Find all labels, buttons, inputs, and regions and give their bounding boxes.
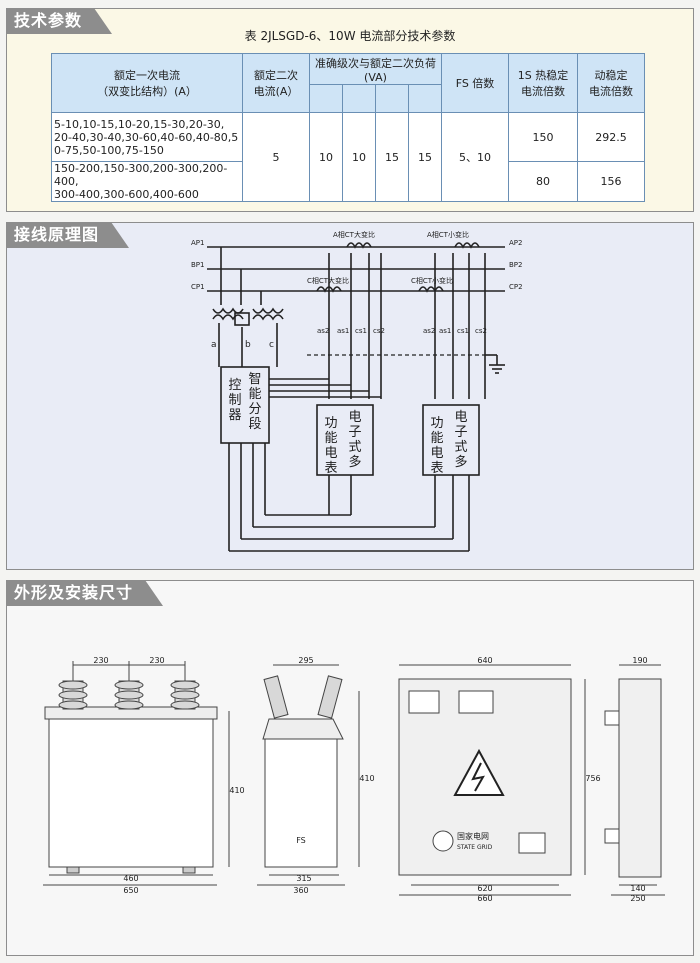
dim-label: 650	[123, 886, 138, 895]
range-cell: 5-10,10-15,10-20,15-30,20-30,20-40,30-40…	[51, 112, 243, 162]
meter-char: 表	[324, 461, 337, 476]
ctrl-char: 段	[248, 417, 261, 432]
table-caption: 表 2JLSGD-6、10W 电流部分技术参数	[244, 29, 456, 43]
accuracy-subcell	[342, 84, 376, 113]
dimension-drawings: 230 230 410 460 650 295 410 315 360 FS 6…	[43, 656, 665, 903]
accuracy-subcell	[408, 84, 442, 113]
brand-label: 国家电网	[457, 831, 489, 841]
ctrl-char: 能	[248, 387, 261, 402]
dim-label: 460	[123, 874, 138, 883]
terminal-label: as2	[317, 327, 329, 335]
wiring-panel: AP1 BP1 CP1 AP2 BP2 CP2 A相CT大变比 A相CT小变比 …	[6, 222, 694, 570]
dim-label: 250	[630, 894, 645, 903]
thermal-value: 150	[508, 112, 578, 162]
meter-char: 功	[430, 416, 443, 431]
section-tab-tech: 技术参数	[6, 8, 113, 34]
meter-char: 子	[454, 425, 467, 440]
header-dynamic: 动稳定电流倍数	[577, 53, 645, 113]
meter-char: 多	[454, 454, 467, 470]
meter-char: 电	[348, 410, 361, 425]
accuracy-subcell	[375, 84, 409, 113]
ct-label-a-small: A相CT小变比	[427, 230, 469, 239]
meter-char: 式	[454, 440, 467, 455]
lead-label-a: a	[211, 340, 217, 350]
dim-label: 640	[477, 656, 492, 665]
section-tab-wiring: 接线原理图	[6, 222, 130, 248]
dim-label: 360	[293, 886, 308, 895]
ctrl-char: 器	[228, 408, 241, 423]
header-secondary: 额定二次电流(A）	[242, 53, 310, 113]
ctrl-char: 制	[228, 393, 241, 408]
header-primary: 额定一次电流（双变比结构）(A）	[51, 53, 243, 113]
ct-label-c-large: C相CT大变比	[307, 276, 349, 285]
accuracy-value: 10	[342, 112, 376, 202]
dynamic-value: 292.5	[577, 112, 645, 162]
brand-label-en: STATE GRID	[457, 844, 493, 851]
meter-char: 表	[430, 461, 443, 476]
phase-label: AP1	[191, 239, 204, 247]
thermal-value: 80	[508, 161, 578, 202]
dim-label: 620	[477, 884, 492, 893]
dimensions-panel: 230 230 410 460 650 295 410 315 360 FS 6…	[6, 580, 694, 956]
ctrl-char: 控	[228, 378, 241, 393]
meter-char: 多	[348, 454, 361, 470]
dim-label: 660	[477, 894, 492, 903]
out-label: AP2	[509, 239, 522, 247]
accuracy-subcell	[309, 84, 343, 113]
dim-label: 410	[359, 774, 374, 783]
accuracy-value: 10	[309, 112, 343, 202]
dim-label: 230	[149, 656, 164, 665]
dim-label: 190	[632, 656, 647, 665]
meter-char: 子	[348, 425, 361, 440]
dim-label: 295	[298, 656, 313, 665]
dim-label: 315	[296, 874, 311, 883]
accuracy-value: 15	[375, 112, 409, 202]
meter-char: 电	[454, 410, 467, 425]
phase-label: BP1	[191, 261, 204, 269]
meter-char: 电	[430, 446, 443, 461]
dim-label: 756	[585, 774, 600, 783]
fs-value: 5、10	[441, 112, 509, 202]
header-accuracy: 准确级次与额定二次负荷(VA)	[309, 52, 442, 86]
ct-label-c-small: C相CT小变比	[411, 276, 453, 285]
dim-label: 410	[229, 786, 244, 795]
terminal-label: cs1	[355, 327, 367, 335]
dim-label: 140	[630, 884, 645, 893]
dim-label: 230	[93, 656, 108, 665]
dynamic-value: 156	[577, 161, 645, 202]
section-tab-dims: 外形及安装尺寸	[6, 580, 164, 606]
spec-table: 额定一次电流（双变比结构）(A） 额定二次电流(A） 准确级次与额定二次负荷(V…	[51, 52, 645, 202]
meter-char: 电	[324, 446, 337, 461]
terminal-label: as1	[337, 327, 349, 335]
fs-marking: FS	[296, 836, 306, 845]
phase-label: CP1	[191, 283, 205, 291]
out-label: BP2	[509, 261, 522, 269]
meter-char: 式	[348, 440, 361, 455]
meter-char: 功	[324, 416, 337, 431]
header-fs: FS 倍数	[441, 53, 509, 113]
lead-label-b: b	[245, 340, 251, 350]
header-thermal: 1S 热稳定电流倍数	[508, 53, 578, 113]
ct-label-a-large: A相CT大变比	[333, 230, 375, 239]
ctrl-char: 分	[248, 402, 261, 417]
range-cell: 150-200,150-300,200-300,200-400,300-400,…	[51, 161, 243, 202]
terminal-label: cs2	[373, 327, 385, 335]
out-label: CP2	[509, 283, 523, 291]
lead-label-c: c	[269, 340, 274, 350]
terminal-label: cs1	[457, 327, 469, 335]
terminal-label: as1	[439, 327, 451, 335]
accuracy-value: 15	[408, 112, 442, 202]
tech-params-panel: 表 2JLSGD-6、10W 电流部分技术参数 额定一次电流（双变比结构）(A）…	[6, 8, 694, 212]
wiring-diagram: AP1 BP1 CP1 AP2 BP2 CP2 A相CT大变比 A相CT小变比 …	[191, 230, 523, 552]
secondary-value: 5	[242, 112, 310, 202]
terminal-label: cs2	[475, 327, 487, 335]
meter-char: 能	[324, 431, 337, 446]
ctrl-char: 智	[248, 372, 261, 387]
terminal-label: as2	[423, 327, 435, 335]
meter-char: 能	[430, 431, 443, 446]
